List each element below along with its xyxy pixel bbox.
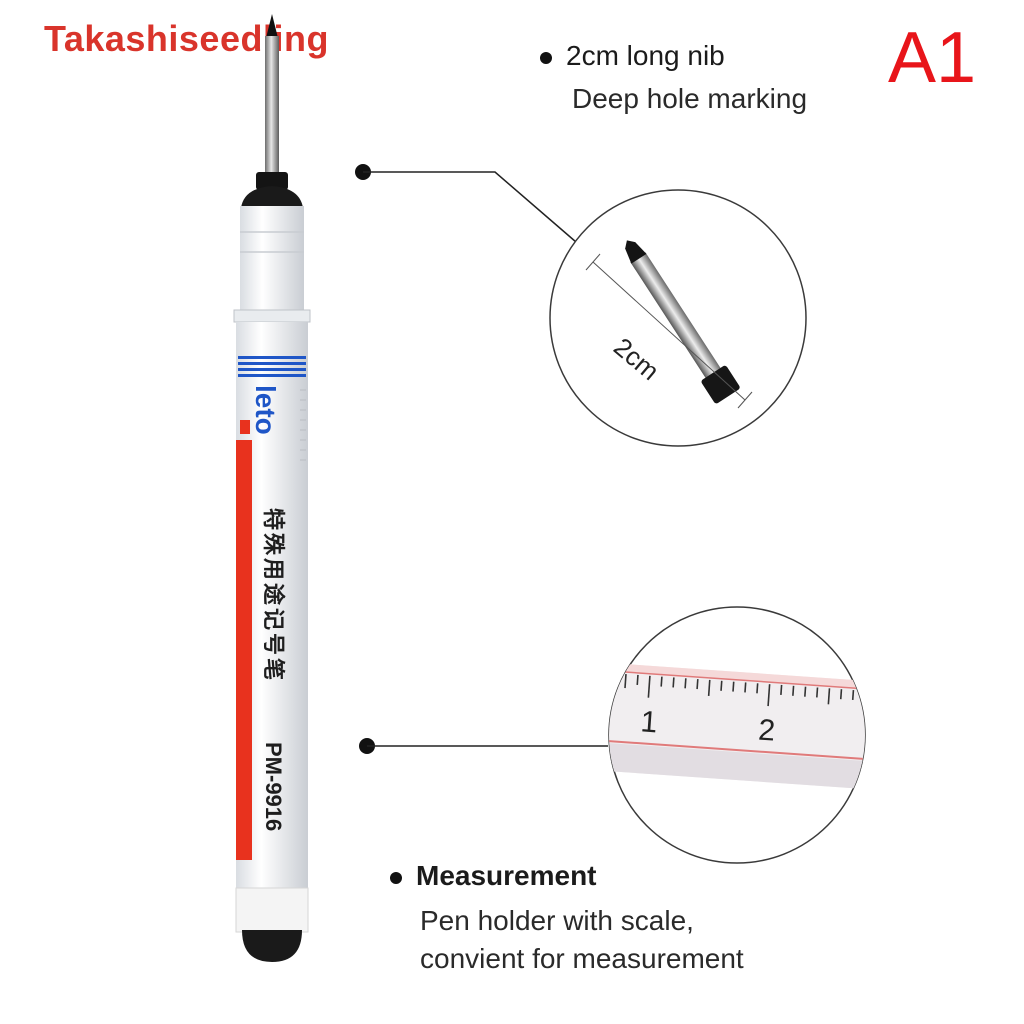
- pen-model: PM-9916: [261, 742, 286, 831]
- red-label-stripe: [236, 440, 252, 860]
- bullet-icon: [540, 51, 552, 64]
- bullet-icon: [390, 871, 402, 884]
- scale-callout: 1 2: [359, 606, 866, 864]
- feature-scale-heading: Measurement: [390, 860, 744, 892]
- pen-collar: [256, 172, 288, 190]
- nib-tube: [265, 36, 279, 174]
- feature-scale-block: Measurement Pen holder with scale, convi…: [390, 860, 744, 978]
- feature-nib-heading: 2cm long nib: [540, 40, 807, 72]
- nib-tip: [266, 14, 278, 38]
- pen-end-cap: [242, 930, 302, 962]
- feature-nib-description: Deep hole marking: [572, 83, 808, 114]
- blue-stripe-band: [238, 356, 306, 377]
- feature-scale-title: Measurement: [416, 860, 597, 891]
- pen-cap: [240, 206, 304, 312]
- pen-chinese-label: 特殊用途记号笔: [261, 508, 286, 683]
- ruler-ticks: [624, 674, 865, 707]
- ruler-mark-2: 2: [757, 714, 776, 748]
- pen-cap-top: [241, 186, 303, 208]
- feature-scale-description-2: convient for measurement: [420, 942, 744, 974]
- nib-callout: 2cm: [355, 164, 807, 447]
- ruler-mark-1: 1: [640, 705, 659, 739]
- callout-line: [363, 171, 577, 243]
- marker-pen: leto 特殊用途记号笔 PM-9916: [233, 14, 311, 962]
- brand-watermark: Takashiseedling: [44, 18, 329, 59]
- pen-logo: leto: [250, 385, 281, 435]
- feature-nib-block: 2cm long nib Deep hole marking: [540, 40, 807, 118]
- variant-label: A1: [888, 18, 977, 98]
- feature-scale-description-1: Pen holder with scale,: [420, 905, 694, 936]
- feature-nib-title: 2cm long nib: [566, 40, 725, 71]
